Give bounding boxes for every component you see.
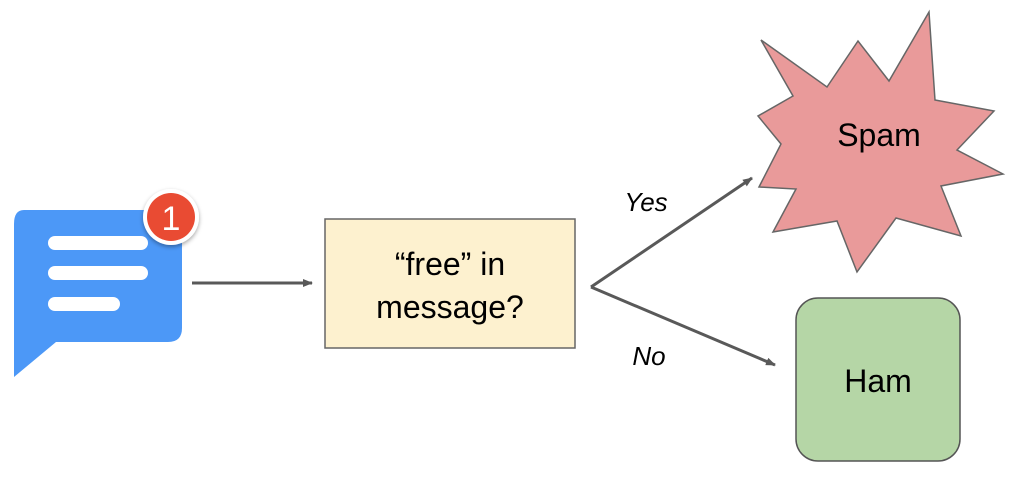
no-arrow [590,285,776,367]
no-label: No [632,341,665,371]
ham-label: Ham [844,363,912,399]
ham-outcome: Ham [795,297,961,462]
yes-label: Yes [624,187,667,217]
spam-outcome: Spam [756,9,1006,274]
spam-label: Spam [837,117,921,153]
decision-label-line2: message? [376,289,524,325]
spam-starburst-shape [756,9,1006,274]
notification-badge: 1 [143,189,199,245]
decision-label-line1: “free” in [395,246,505,282]
notification-count: 1 [162,200,181,238]
chat-message-icon [14,210,182,377]
decision-box: “free” in message? [324,218,576,349]
yes-arrow [590,176,753,289]
